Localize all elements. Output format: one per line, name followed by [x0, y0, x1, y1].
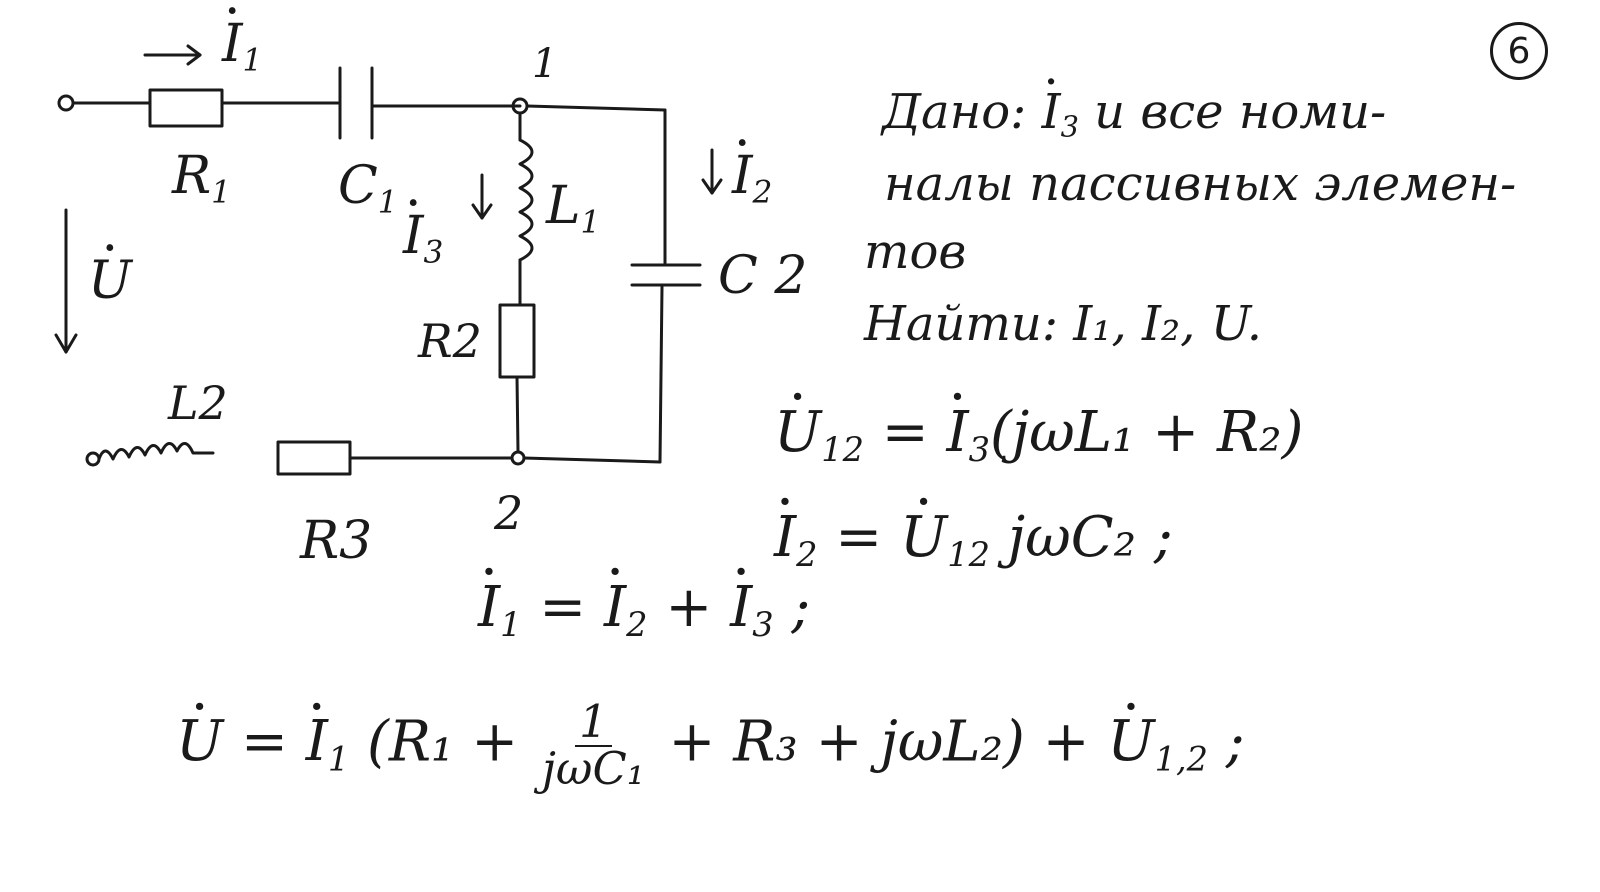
label-u: U — [88, 255, 132, 307]
given-line-3: тов — [864, 224, 967, 280]
label-l1: L1 — [546, 176, 601, 241]
input-terminal-bottom — [85, 451, 101, 467]
node-2 — [510, 450, 526, 466]
resistor-r3 — [276, 440, 352, 476]
resistor-r2 — [498, 303, 536, 379]
label-r3: R3 — [300, 511, 373, 571]
resistor-r1 — [148, 88, 224, 128]
label-r1: R1 — [172, 146, 231, 211]
label-c2: C 2 — [718, 246, 808, 306]
label-i1: I1 — [222, 18, 262, 77]
equation-i1: I1 = I2 + I3 ; — [478, 580, 810, 642]
label-node-1: 1 — [532, 41, 558, 87]
equation-i2: I2 = U12 jωC₂ ; — [774, 510, 1173, 572]
label-r2: R2 — [418, 314, 482, 368]
input-terminal-top — [57, 94, 75, 112]
label-i2: I2 — [732, 150, 772, 209]
label-l2: L2 — [168, 376, 228, 430]
label-c1: C1 — [338, 156, 398, 221]
label-i3: I3 — [403, 210, 443, 269]
given-line-2: налы пассивных элемен- — [884, 156, 1517, 212]
page-number-badge: 6 — [1490, 22, 1548, 80]
equation-u12: U12 = I3(jωL₁ + R₂) — [774, 405, 1303, 467]
inductor-l1 — [518, 138, 534, 262]
inductor-l2 — [97, 442, 215, 461]
label-node-2: 2 — [494, 486, 524, 540]
find-line: Найти: I₁, I₂, U. — [864, 296, 1262, 352]
given-line-1: Дано: I3 и все номи- — [882, 88, 1386, 141]
